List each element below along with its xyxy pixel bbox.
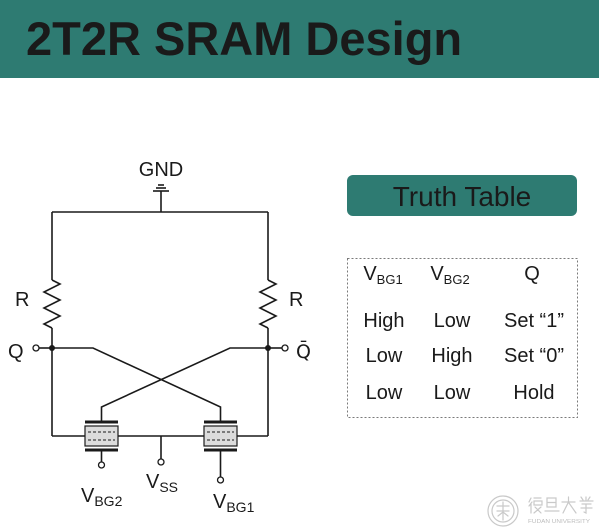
qbar-label: Q̄ <box>296 339 311 363</box>
vbg1-label: VBG1 <box>213 491 255 515</box>
university-logo: FUDAN UNIVERSITY <box>487 495 594 527</box>
wire-cross-q-to-right-gate <box>52 347 222 421</box>
wire-cross-qbar-to-left-gate <box>100 347 268 421</box>
table-cell: Hold <box>513 382 554 404</box>
vss-label-main: V <box>146 471 160 493</box>
table-cell: Low <box>366 345 403 367</box>
resistor-left <box>42 279 62 329</box>
university-name-calligraphy <box>528 496 594 514</box>
table-header-vbg2: VBG2 <box>430 263 469 287</box>
table-header-q: Q <box>524 263 540 285</box>
university-seal-icon <box>487 495 519 527</box>
university-name-en: FUDAN UNIVERSITY <box>528 519 590 525</box>
resistor-right <box>258 279 278 329</box>
vbg2-label: VBG2 <box>81 485 123 509</box>
truth-table-box <box>347 258 578 418</box>
table-header-vbg1: VBG1 <box>363 263 402 287</box>
table-cell: Set “1” <box>504 310 564 332</box>
table-cell: Low <box>366 382 403 404</box>
table-cell: High <box>363 310 404 332</box>
vbg1-label-sub: BG1 <box>226 499 254 515</box>
table-cell: Low <box>434 382 471 404</box>
transistor-left <box>84 420 119 452</box>
table-row: Low Low Hold <box>366 382 555 404</box>
q-terminal <box>32 344 40 352</box>
header-bar <box>0 0 599 78</box>
vbg1-terminal <box>216 476 225 484</box>
table-cell: Low <box>434 310 471 332</box>
table-cell: High <box>431 345 472 367</box>
resistor-left-label: R <box>15 289 29 311</box>
table-row: High Low Set “1” <box>363 310 564 332</box>
q-label: Q <box>8 341 24 363</box>
ground-symbol-icon <box>153 184 169 212</box>
truth-table-title: Truth Table <box>393 181 532 212</box>
gnd-label: GND <box>139 159 183 181</box>
resistor-right-label: R <box>289 289 303 311</box>
vbg2-terminal <box>97 461 106 469</box>
table-cell: Set “0” <box>504 345 564 367</box>
transistor-right <box>203 420 238 452</box>
truth-table-header <box>347 175 577 216</box>
vbg2-label-sub: BG2 <box>94 493 122 509</box>
vbg1-label-main: V <box>213 491 227 513</box>
qbar-terminal <box>281 344 289 352</box>
slide-title: 2T2R SRAM Design <box>26 12 462 65</box>
vss-terminal <box>157 458 165 466</box>
table-row: Low High Set “0” <box>366 345 564 367</box>
vss-label-sub: SS <box>159 479 178 495</box>
truth-table: Truth Table VBG1 VBG2 Q High Low Set “1”… <box>347 175 578 418</box>
circuit-diagram: GND R R Q Q̄ <box>8 159 311 515</box>
vss-label: VSS <box>146 471 178 495</box>
vbg2-label-main: V <box>81 485 95 507</box>
